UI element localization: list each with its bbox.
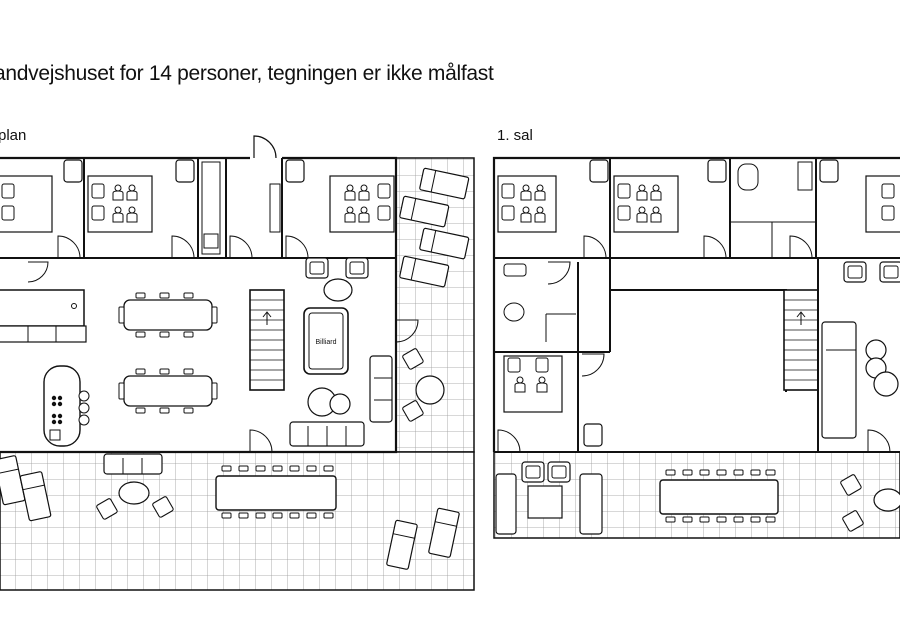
terrace-table [215,475,337,511]
ground-floor-plan: Billiard [0,135,475,591]
first-floor-label: 1. sal [497,127,533,144]
first-floor-plan [492,156,900,539]
dining-table [123,299,213,331]
front-door [253,135,277,159]
ground-floor-label: plan [0,127,27,144]
billiard-label: Billiard [315,339,336,346]
plan-title: andvejshuset for 14 personer, tegningen … [0,62,494,85]
kitchen-island [43,365,81,447]
